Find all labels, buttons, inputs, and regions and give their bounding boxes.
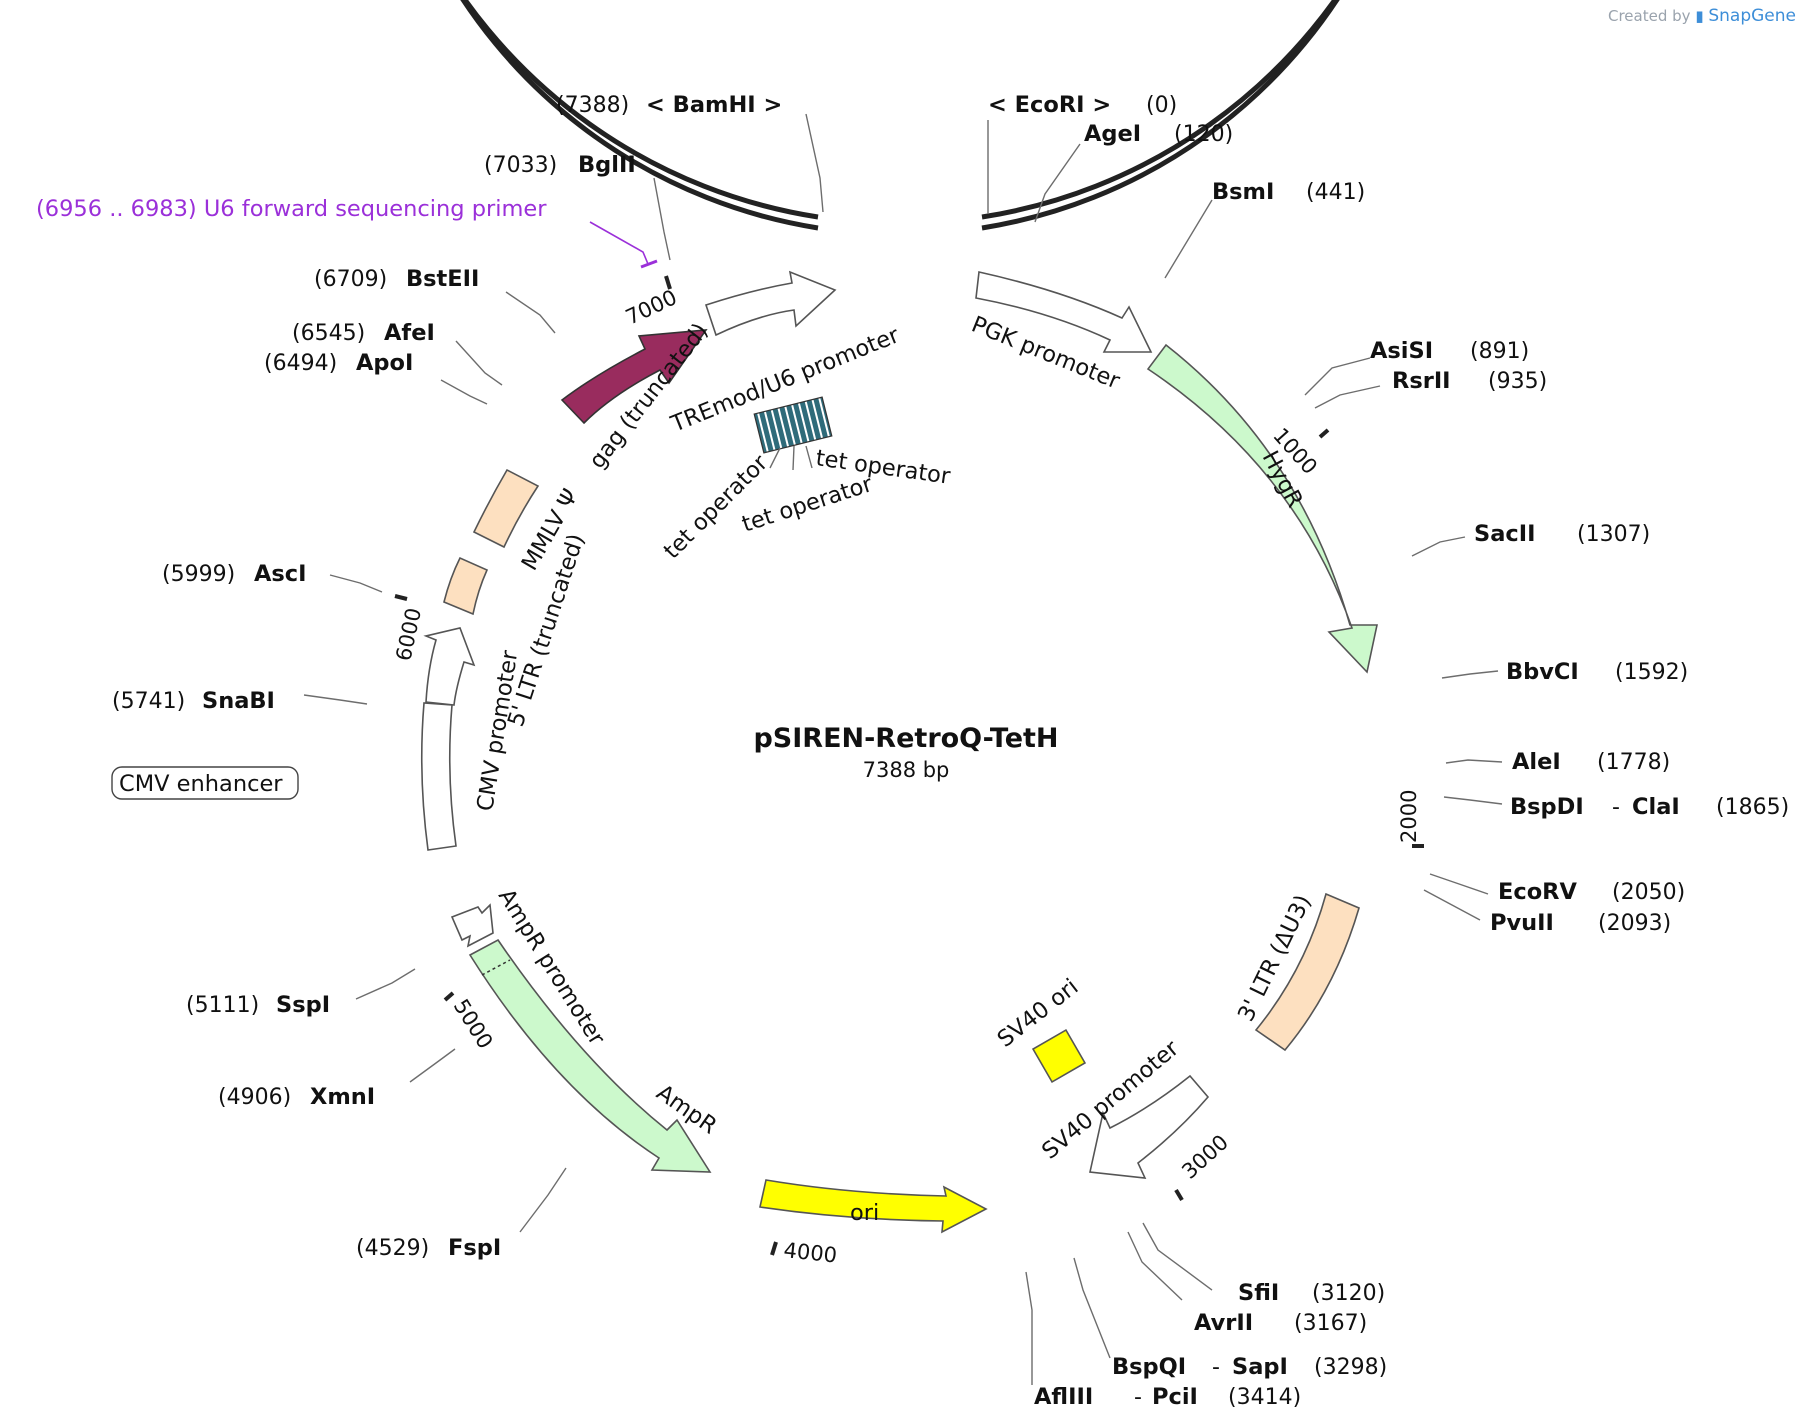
- feature-label-ori: ori: [850, 1200, 879, 1226]
- site-name-bbvci: BbvCI: [1506, 659, 1579, 685]
- site-pos-ecori: (0): [1146, 93, 1177, 118]
- site-name-afliii: AflIII: [1034, 1384, 1093, 1410]
- site-name-bglii: BglII: [578, 152, 636, 178]
- site-name-ecorv: EcoRV: [1498, 879, 1577, 905]
- site-name-agei: AgeI: [1084, 121, 1141, 147]
- credit-brand: SnapGene: [1708, 6, 1796, 26]
- site-name-bspdi: BspDI: [1510, 794, 1584, 820]
- site-pos-snabi: (5741): [112, 689, 185, 714]
- site-sep-afliii: -: [1134, 1385, 1142, 1410]
- feature-ampr[interactable]: [468, 938, 712, 1173]
- site-pos-asci: (5999): [162, 562, 235, 587]
- feature-label-box-cmv-enhancer: [111, 766, 299, 800]
- site-pos-asisi: (891): [1470, 339, 1529, 364]
- site-pos-fspi: (4529): [356, 1236, 429, 1261]
- site-sep-bspqi: -: [1212, 1355, 1220, 1380]
- site-pos-sfii: (3120): [1312, 1281, 1385, 1306]
- site-leaders: [303, 113, 1503, 1385]
- feature-sv40-ori[interactable]: [1031, 1028, 1087, 1084]
- feature-label-cmv-promoter: CMV promoter: [472, 648, 523, 813]
- snapgene-credit: Created by ▮ SnapGene: [1608, 6, 1796, 26]
- site-name-xmni: XmnI: [310, 1084, 375, 1110]
- site-pos-bsmi: (441): [1306, 180, 1365, 205]
- tick-label-2000: 2000: [1397, 790, 1421, 843]
- site-pos-apoi: (6494): [264, 351, 337, 376]
- site-pos-sapi: (3298): [1314, 1355, 1387, 1380]
- site-name-afei: AfeI: [384, 320, 435, 346]
- site-name-bspqi: BspQI: [1112, 1354, 1186, 1380]
- snapgene-logo-icon: ▮: [1695, 7, 1704, 25]
- site-pos-bglii: (7033): [484, 153, 557, 178]
- feature-label-cmv-enhancer: CMV enhancer: [119, 771, 283, 797]
- site-name-fspi: FspI: [448, 1235, 501, 1261]
- site-pos-xmni: (4906): [218, 1085, 291, 1110]
- plasmid-name: pSIREN-RetroQ-TetH: [753, 723, 1058, 754]
- site-name-alei: AleI: [1512, 749, 1561, 775]
- feature-ori[interactable]: [759, 1179, 988, 1234]
- primer-u6-forward[interactable]: (6956 .. 6983) U6 forward sequencing pri…: [36, 196, 658, 269]
- site-name-avrii: AvrII: [1194, 1310, 1253, 1336]
- site-pos-pvuii: (2093): [1598, 911, 1671, 936]
- tick-label-3000: 3000: [1177, 1130, 1233, 1184]
- feature-tremod-u6-promoter[interactable]: [704, 270, 837, 337]
- site-pos-agei: (120): [1174, 122, 1233, 147]
- site-pos-rsrii: (935): [1488, 369, 1547, 394]
- site-name-sfii: SfiI: [1238, 1280, 1279, 1306]
- site-name-sacii: SacII: [1474, 521, 1535, 547]
- site-name-asisi: AsiSI: [1370, 338, 1433, 364]
- feature-mmlv-psi[interactable]: [472, 468, 540, 549]
- features: PGK promoter HygR 3' LTR (ΔU3) SV40 prom…: [111, 270, 1378, 1234]
- site-name-asci: AscI: [254, 561, 307, 587]
- site-name-bsmi: BsmI: [1212, 179, 1274, 205]
- feature-gag[interactable]: [560, 329, 708, 425]
- tick-label-6000: 6000: [391, 606, 426, 663]
- feature-pgk-promoter[interactable]: [975, 271, 1153, 353]
- site-pos-bamhi: (7388): [556, 93, 629, 118]
- site-name-clai: ClaI: [1632, 794, 1680, 820]
- tick-label-7000: 7000: [622, 285, 681, 329]
- site-pos-alei: (1778): [1597, 750, 1670, 775]
- site-name-pvuii: PvuII: [1490, 910, 1554, 936]
- backbone: [460, 0, 1340, 231]
- feature-tet-operator-block[interactable]: [753, 396, 833, 454]
- feature-cmv-enhancer[interactable]: [420, 702, 457, 851]
- site-pos-sspi: (5111): [186, 993, 259, 1018]
- site-name-snabi: SnaBI: [202, 688, 275, 714]
- site-pos-pcii: (3414): [1228, 1385, 1301, 1410]
- site-name-pcii: PciI: [1152, 1384, 1198, 1410]
- site-name-ecori: < EcoRI >: [988, 92, 1111, 118]
- plasmid-size: 7388 bp: [863, 758, 950, 782]
- feature-cmv-promoter[interactable]: [423, 627, 476, 706]
- feature-5-ltr[interactable]: [443, 556, 489, 616]
- site-pos-afei: (6545): [292, 321, 365, 346]
- primer-label: (6956 .. 6983) U6 forward sequencing pri…: [36, 196, 547, 222]
- site-pos-sacii: (1307): [1577, 522, 1650, 547]
- site-name-rsrii: RsrII: [1392, 368, 1451, 394]
- tick-label-5000: 5000: [449, 995, 498, 1053]
- site-name-sspi: SspI: [276, 992, 330, 1018]
- tick-label-4000: 4000: [782, 1238, 838, 1267]
- credit-prefix: Created by: [1608, 7, 1691, 25]
- site-name-sapi: SapI: [1232, 1354, 1288, 1380]
- site-labels: < EcoRI > (0) AgeI (120) BsmI (441) AsiS…: [112, 92, 1789, 1410]
- feature-sv40-promoter[interactable]: [1089, 1074, 1210, 1179]
- site-sep-bspdi: -: [1612, 795, 1620, 820]
- feature-ampr-promoter[interactable]: [450, 903, 494, 948]
- site-pos-bsteii: (6709): [314, 267, 387, 292]
- feature-hygr[interactable]: [1146, 343, 1378, 674]
- site-name-bsteii: BstEII: [406, 266, 479, 292]
- site-pos-avrii: (3167): [1294, 1311, 1367, 1336]
- site-pos-bbvci: (1592): [1615, 660, 1688, 685]
- site-pos-clai: (1865): [1716, 795, 1789, 820]
- site-name-bamhi: < BamHI >: [646, 92, 782, 118]
- feature-3-ltr[interactable]: [1254, 892, 1360, 1052]
- site-name-apoi: ApoI: [356, 350, 413, 376]
- site-pos-ecorv: (2050): [1612, 880, 1685, 905]
